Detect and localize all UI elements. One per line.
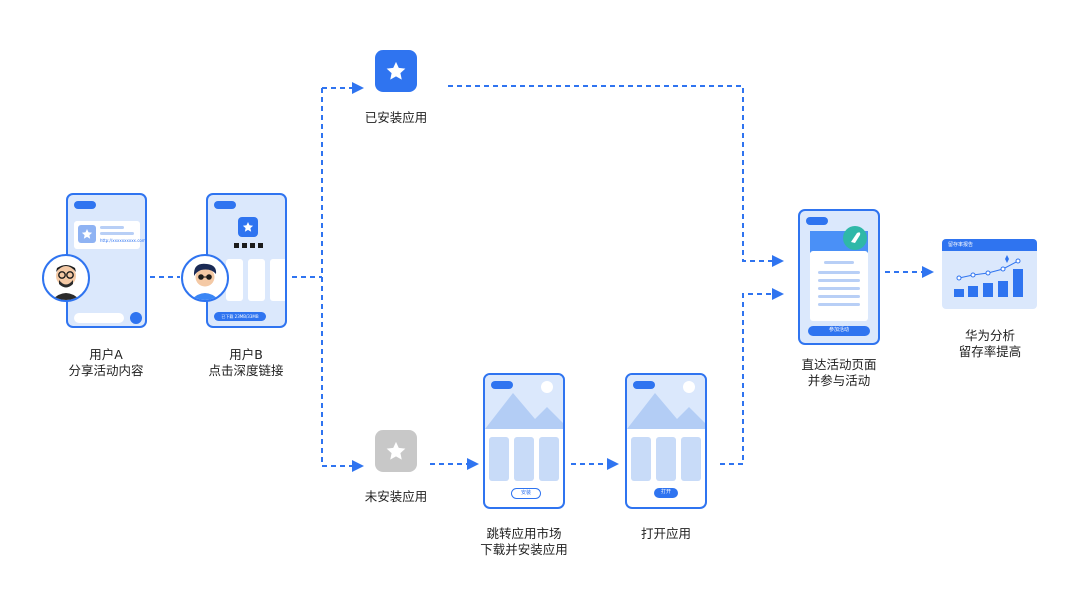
avatar [42, 254, 90, 302]
text-line [100, 232, 134, 235]
phone-notch [74, 201, 96, 209]
content-column [656, 437, 676, 481]
text-line [818, 279, 860, 282]
user-a-label: 用户A 分享活动内容 [68, 347, 144, 378]
user-b-label: 用户B 点击深度链接 [208, 347, 284, 378]
analytics-label: 华为分析 留存率提高 [958, 328, 1022, 359]
text-line [818, 287, 860, 290]
content-column [681, 437, 701, 481]
user-a-phone: http://xxxxxxxxxx.com [66, 193, 147, 328]
open-to-activity [720, 288, 784, 465]
activity-content-card [810, 251, 868, 321]
message-input [74, 313, 124, 323]
text-line [100, 226, 124, 229]
mountain-image-icon [485, 381, 563, 429]
link-thumb [78, 225, 96, 243]
loading-dots-icon [234, 243, 263, 248]
user-b-phone: 已下载 23MB/33MB [206, 193, 287, 328]
app-market-label: 跳转应用市场 下载并安装应用 [480, 526, 568, 557]
open-app-label: 打开应用 [640, 526, 691, 541]
text-line [824, 261, 854, 264]
activity-label: 直达活动页面 并参与活动 [801, 357, 877, 388]
shared-url: http://xxxxxxxxxx.com [100, 238, 146, 243]
content-column [489, 437, 509, 481]
mountain-image-icon [627, 381, 705, 429]
phone-notch [806, 217, 828, 225]
installed-app-label: 已安装应用 [364, 110, 428, 125]
send-button [130, 312, 142, 324]
branch-connector [292, 88, 323, 466]
analytics-report-card: 留存率报告 [942, 239, 1037, 309]
avatar [181, 254, 229, 302]
content-column [514, 437, 534, 481]
installed-to-activity [448, 85, 784, 267]
phone-notch [491, 381, 513, 389]
text-line [818, 271, 860, 274]
text-line [818, 303, 860, 306]
open-button[interactable]: 打开 [654, 488, 678, 498]
install-button[interactable]: 安装 [511, 488, 541, 499]
star-icon [386, 61, 406, 80]
download-progress: 已下载 23MB/33MB [214, 312, 266, 321]
retention-bars-icon [954, 255, 1023, 297]
content-column [539, 437, 559, 481]
not-installed-app-label: 未安装应用 [364, 489, 428, 504]
report-title: 留存率报告 [948, 242, 974, 248]
phone-notch [214, 201, 236, 209]
activity-page-phone: 参加活动 [798, 209, 880, 345]
not-installed-app-icon [375, 430, 417, 472]
user-b-avatar-icon [191, 263, 219, 300]
content-column [226, 259, 243, 301]
app-market-phone: 安装 [483, 373, 565, 509]
open-app-phone: 打开 [625, 373, 707, 509]
content-column [270, 259, 285, 301]
installed-app-icon [375, 50, 417, 92]
user-a-avatar-icon [52, 265, 80, 300]
shared-link-card: http://xxxxxxxxxx.com [74, 221, 145, 249]
rocket-icon [843, 226, 867, 250]
star-icon [81, 229, 93, 239]
content-column [248, 259, 265, 301]
app-logo [238, 217, 258, 237]
report-header: 留存率报告 [942, 239, 1037, 251]
text-line [818, 295, 860, 298]
star-icon [242, 222, 254, 232]
phone-notch [633, 381, 655, 389]
join-activity-button[interactable]: 参加活动 [808, 326, 870, 336]
star-icon [386, 441, 406, 460]
content-column [631, 437, 651, 481]
